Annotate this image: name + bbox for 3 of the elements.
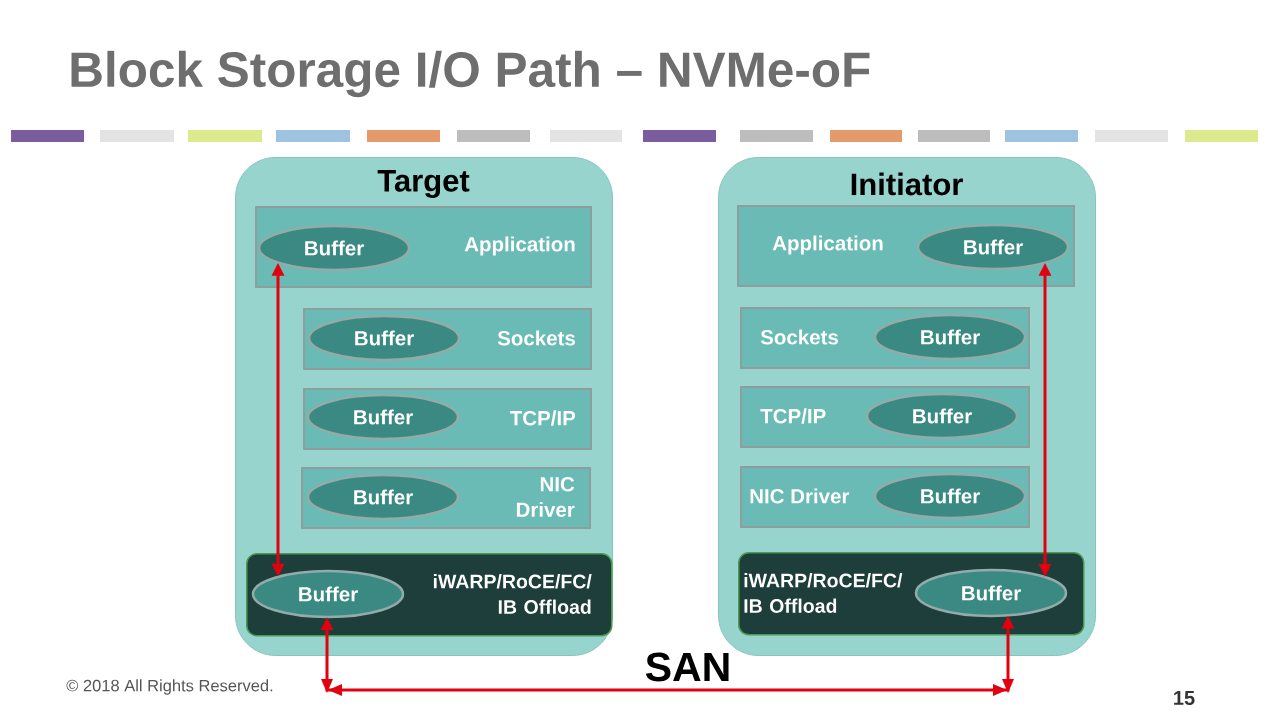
slide-title: Block Storage I/O Path – NVMe-oF [71,50,870,98]
copyright-note: © 2018 All Rights Reserved. [66,679,273,695]
page-number: 15 [1174,691,1195,705]
